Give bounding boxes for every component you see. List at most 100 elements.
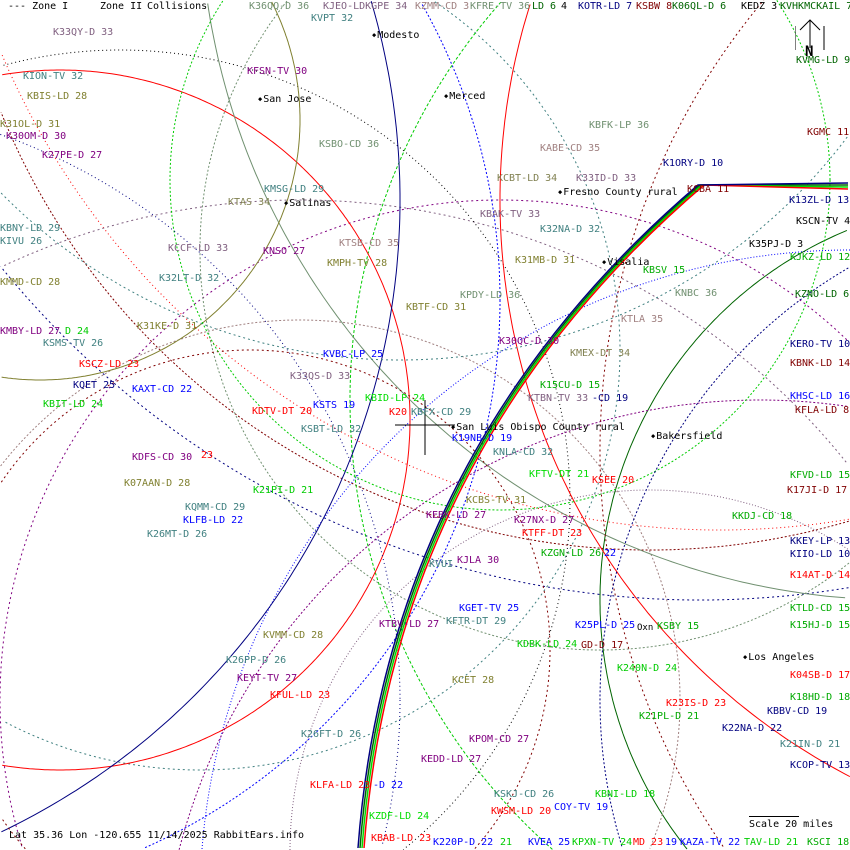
station-label[interactable]: KCET 28	[452, 675, 495, 686]
station-label[interactable]: KKEY-LP 13	[790, 536, 850, 547]
station-label[interactable]: K23IS-D 23	[666, 698, 727, 709]
station-label[interactable]: 22	[604, 548, 617, 559]
station-label[interactable]: KBFX-CD 29	[411, 407, 472, 418]
station-label[interactable]: K04SB-D 17	[790, 670, 850, 681]
station-label[interactable]: K36QQ-D 36	[249, 1, 310, 12]
station-label[interactable]: KPDY-LD 36	[460, 290, 521, 301]
station-label[interactable]: KBIS-LD 28	[27, 91, 88, 102]
station-label[interactable]: KBAK-TV 33	[480, 209, 541, 220]
station-label[interactable]: KMBY-LD 27	[0, 326, 61, 337]
station-label[interactable]: KSBO-CD 36	[319, 139, 380, 150]
station-label[interactable]: KDTV-DT 20	[252, 406, 313, 417]
station-label[interactable]: K240N-D 24	[617, 663, 678, 674]
station-label[interactable]: KSCZ-LD 23	[79, 359, 140, 370]
station-label[interactable]: KDBK-LD 24	[517, 639, 578, 650]
station-label[interactable]: K07AAN-D 28	[124, 478, 191, 489]
station-label[interactable]: KWSM-LD 20	[491, 806, 552, 817]
station-label[interactable]: K33ID-D 33	[576, 173, 637, 184]
station-label[interactable]: KTFF-DT 23	[522, 528, 583, 539]
station-label[interactable]: K13ZL-D 13	[789, 195, 850, 206]
station-label[interactable]: K21PL-D 21	[639, 711, 700, 722]
station-label[interactable]: K26MT-D 26	[147, 529, 208, 540]
station-label[interactable]: KSCN-TV 4	[796, 216, 850, 227]
station-label[interactable]: KFTV-DT 21	[529, 469, 590, 480]
station-label[interactable]: K31KE-D 31	[137, 321, 198, 332]
station-label[interactable]: KEBK-LD 27	[426, 510, 487, 521]
station-label[interactable]: KBTF-CD 31	[406, 302, 467, 313]
station-label[interactable]: K35PJ-D 3	[749, 239, 804, 250]
station-label[interactable]: KJLA 30	[457, 555, 500, 566]
station-label[interactable]: 21	[500, 837, 513, 848]
station-label[interactable]: KAXT-CD 22	[132, 384, 193, 395]
station-label[interactable]: KABE-CD 35	[540, 143, 601, 154]
station-label[interactable]: 23	[201, 450, 214, 461]
station-label[interactable]: LD 6	[532, 1, 557, 12]
station-label[interactable]: D 24	[65, 326, 90, 337]
station-label[interactable]: K15HJ-D 15	[790, 620, 850, 631]
station-label[interactable]: K31MB-D 31	[515, 255, 576, 266]
station-label[interactable]: KSBW 8	[636, 1, 673, 12]
station-label[interactable]: KFVD-LD 15	[790, 470, 850, 481]
station-label[interactable]: KGET-TV 25	[459, 603, 520, 614]
station-label[interactable]: K1ORY-D 10	[663, 158, 724, 169]
station-label[interactable]: KCCF-LD 33	[168, 243, 229, 254]
station-label[interactable]: K33QY-D 33	[53, 27, 114, 38]
station-label[interactable]: KQET 25	[73, 380, 116, 391]
station-label[interactable]: K32NA-D 32	[540, 224, 601, 235]
station-label[interactable]: KCBA 11	[687, 184, 730, 195]
station-label[interactable]: KBIT-LD 24	[43, 399, 104, 410]
station-label[interactable]: COY-TV 19	[554, 802, 609, 813]
station-label[interactable]: KSBY 15	[657, 621, 700, 632]
station-label[interactable]: KKDJ-CD 18	[732, 511, 793, 522]
station-label[interactable]: KVPT 32	[311, 13, 354, 24]
station-label[interactable]: KFLA-LD 8	[795, 405, 850, 416]
station-label[interactable]: KBAB-LD 23	[371, 833, 432, 844]
station-label[interactable]: KEDZ 3	[741, 1, 778, 12]
station-label[interactable]: KVUI	[429, 559, 454, 570]
station-label[interactable]: K22NA-D 22	[722, 723, 783, 734]
station-label[interactable]: KLFB-LD 22	[183, 515, 244, 526]
station-label[interactable]: KTBV-LD 27	[379, 619, 440, 630]
station-label[interactable]: K220P-D 22	[433, 837, 494, 848]
station-label[interactable]: KZMM-CD 3	[415, 1, 470, 12]
station-label[interactable]: KTSB-CD 35	[339, 238, 400, 249]
station-label[interactable]: KBID-LP 24	[365, 393, 426, 404]
station-label[interactable]: KERO-TV 10	[790, 339, 850, 350]
station-label[interactable]: KMPH-TV 28	[327, 258, 388, 269]
station-label[interactable]: 4	[561, 1, 568, 12]
station-label[interactable]: K26FT-D 26	[301, 729, 362, 740]
station-label[interactable]: KCBS-TV 31	[466, 495, 527, 506]
station-label[interactable]: GD-D 17	[581, 640, 624, 651]
station-label[interactable]: KTLD-CD 15	[790, 603, 850, 614]
station-label[interactable]: KAZA-TV 22	[680, 837, 741, 848]
station-label[interactable]: KMEX-DT 34	[570, 348, 631, 359]
station-label[interactable]: KBFK-LP 36	[589, 120, 650, 131]
station-label[interactable]: KLFA-LD 23	[310, 780, 371, 791]
station-label[interactable]: TAV-LD 21	[744, 837, 799, 848]
station-label[interactable]: K33QS-D 33	[290, 371, 351, 382]
station-label[interactable]: K17JI-D 17	[787, 485, 848, 496]
station-label[interactable]: KTLA 35	[621, 314, 664, 325]
station-label[interactable]: KIVU 26	[0, 236, 43, 247]
station-label[interactable]: KDFS-CD 30	[132, 452, 193, 463]
station-label[interactable]: KVHKMCKAIL 7	[780, 1, 850, 12]
station-label[interactable]: KVMG-LD 9	[796, 55, 850, 66]
station-label[interactable]: KION-TV 32	[23, 71, 84, 82]
station-label[interactable]: K18HD-D 18	[790, 692, 850, 703]
station-label[interactable]: MD 23	[633, 837, 664, 848]
station-label[interactable]: KFSN-TV 30	[247, 66, 308, 77]
station-label[interactable]: 19	[665, 837, 678, 848]
station-label[interactable]: KOTR-LD 7	[578, 1, 633, 12]
station-label[interactable]: KFRE-TV 36	[470, 1, 531, 12]
station-label[interactable]: KHSC-LD 16	[790, 391, 850, 402]
station-label[interactable]: K31OL-D 31	[0, 119, 61, 130]
station-label[interactable]: KEDD-LD 27	[421, 754, 482, 765]
station-label[interactable]: KFTR-DT 29	[446, 616, 507, 627]
station-label[interactable]: K30OM-D 30	[6, 131, 67, 142]
station-label[interactable]: KMMD-CD 28	[0, 277, 61, 288]
station-label[interactable]: K26PP-D 26	[226, 655, 287, 666]
station-label[interactable]: K27PE-D 27	[42, 150, 103, 161]
station-label[interactable]: KNLA-CD 32	[493, 447, 554, 458]
station-label[interactable]: KSMS-TV 26	[43, 338, 104, 349]
